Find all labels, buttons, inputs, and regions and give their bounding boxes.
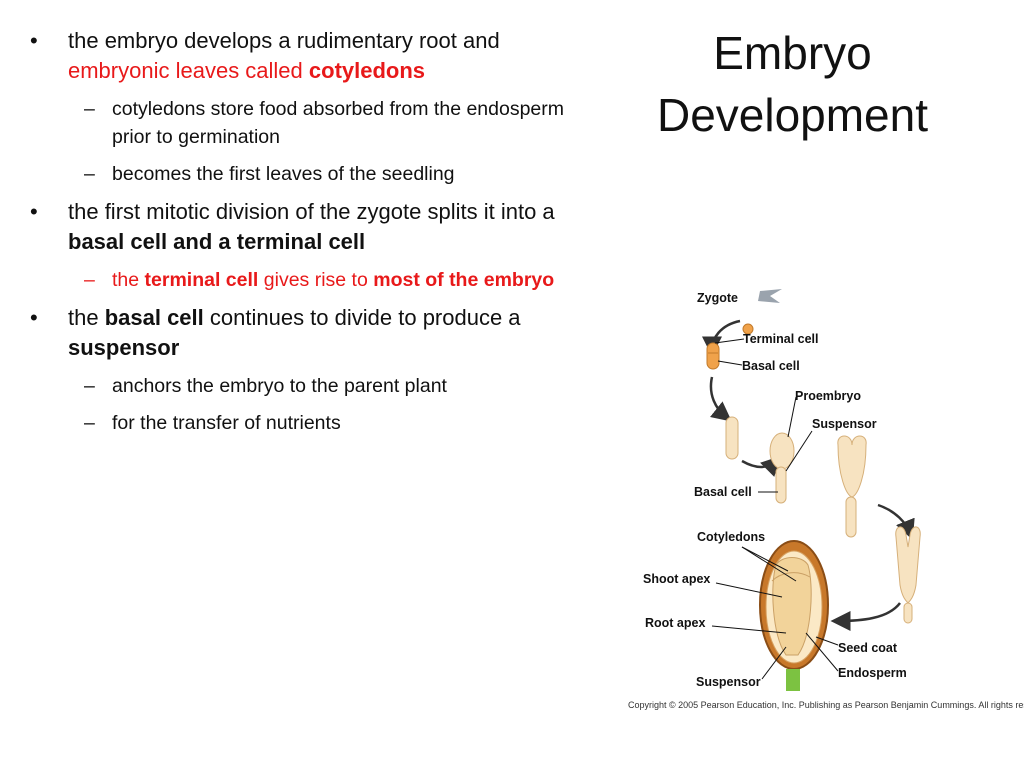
sub-bullet-item: – the terminal cell gives rise to most o…: [28, 266, 588, 294]
label-basal-cell: Basal cell: [742, 359, 800, 373]
leader-line: [717, 360, 743, 366]
bullet-item: • the embryo develops a rudimentary root…: [28, 26, 588, 86]
sub-bullet-item: – anchors the embryo to the parent plant: [28, 372, 588, 400]
suspensor-green: [786, 669, 800, 691]
bullet-dot-icon: •: [30, 28, 38, 53]
label-terminal-cell: Terminal cell: [743, 332, 819, 346]
label-basal-cell: Basal cell: [694, 485, 752, 499]
bullet-item: • the basal cell continues to divide to …: [28, 303, 588, 363]
leader-line: [785, 430, 813, 472]
two-cell-embryo: [706, 342, 720, 370]
bullet-text-red: embryonic leaves called: [68, 58, 309, 83]
bullet-dot-icon: •: [30, 305, 38, 330]
sub-bullet-text: gives rise to: [258, 269, 374, 291]
dash-icon: –: [84, 375, 95, 397]
bullet-list: • the embryo develops a rudimentary root…: [28, 26, 588, 446]
arrow: [877, 503, 915, 540]
bullet-text-bold: basal cell and a terminal cell: [68, 229, 366, 254]
label-root-apex: Root apex: [645, 616, 705, 630]
bullet-text: the first mitotic division of the zygote…: [68, 199, 555, 224]
copyright-note: Copyright © 2005 Pearson Education, Inc.…: [628, 700, 1024, 710]
title-line-1: Embryo: [713, 27, 872, 79]
globular-embryo: [837, 435, 867, 498]
label-cotyledons: Cotyledons: [697, 530, 765, 544]
sub-bullet-text: anchors the embryo to the parent plant: [112, 375, 447, 397]
bullet-text-bold: basal cell: [104, 305, 204, 330]
bullet-text: the: [68, 305, 105, 330]
bullet-text: continues to divide to produce a: [203, 305, 521, 330]
arrow: [830, 602, 901, 631]
arrow: [709, 376, 732, 422]
sub-bullet-text: becomes the first leaves of the seedling: [112, 163, 455, 185]
sub-bullet-text: cotyledons store food absorbed from the …: [112, 98, 565, 148]
label-seed-coat: Seed coat: [838, 641, 898, 655]
leader-line: [805, 632, 839, 672]
bullet-text: the embryo develops a rudimentary root a…: [68, 28, 500, 53]
suspensor-shape: [775, 466, 787, 504]
bullet-text-bold: suspensor: [68, 335, 180, 360]
zygote-cell: [742, 323, 754, 335]
multicell-embryo: [725, 416, 739, 460]
label-suspensor: Suspensor: [812, 417, 877, 431]
embryo-shape: [772, 557, 812, 656]
label-shoot-apex: Shoot apex: [643, 572, 710, 586]
leader-line: [741, 546, 797, 582]
leader-line: [715, 582, 783, 598]
sub-bullet-text: for the transfer of nutrients: [112, 412, 341, 434]
torpedo-embryo: [895, 526, 921, 604]
sub-bullet-item: – cotyledons store food absorbed from th…: [28, 95, 588, 151]
sub-bullet-item: – becomes the first leaves of the seedli…: [28, 160, 588, 188]
dash-icon: –: [84, 98, 95, 120]
suspensor-shape: [903, 602, 913, 624]
arrow: [741, 455, 782, 477]
leader-line: [787, 396, 797, 438]
bullet-dot-icon: •: [30, 199, 38, 224]
leader-line: [711, 625, 787, 634]
leader-line: [761, 646, 787, 680]
leader-line: [714, 338, 745, 344]
bullet-text-red-bold: cotyledons: [308, 58, 426, 83]
suspensor-shape: [845, 496, 857, 538]
cotyledon-fold: [771, 572, 811, 582]
slide-title: Embryo Development: [600, 22, 985, 146]
flag-icon: [758, 289, 782, 303]
leader-line: [815, 636, 839, 646]
label-endosperm: Endosperm: [838, 666, 907, 680]
sub-bullet-text: the: [112, 269, 145, 291]
title-line-2: Development: [656, 89, 929, 141]
bullet-item: • the first mitotic division of the zygo…: [28, 197, 588, 257]
label-suspensor: Suspensor: [696, 675, 761, 689]
dash-icon: –: [84, 412, 95, 434]
label-proembryo: Proembryo: [795, 389, 861, 403]
dash-icon: –: [84, 269, 95, 291]
sub-bullet-text-bold: most of the embryo: [373, 269, 555, 291]
embryo-development-diagram: Zygote Terminal cell Basal cell Proembry…: [628, 289, 1024, 710]
sub-bullet-item: – for the transfer of nutrients: [28, 409, 588, 437]
sub-bullet-text-bold: terminal cell: [144, 269, 259, 291]
label-zygote: Zygote: [697, 291, 738, 305]
leader-line: [741, 546, 789, 572]
dash-icon: –: [84, 163, 95, 185]
